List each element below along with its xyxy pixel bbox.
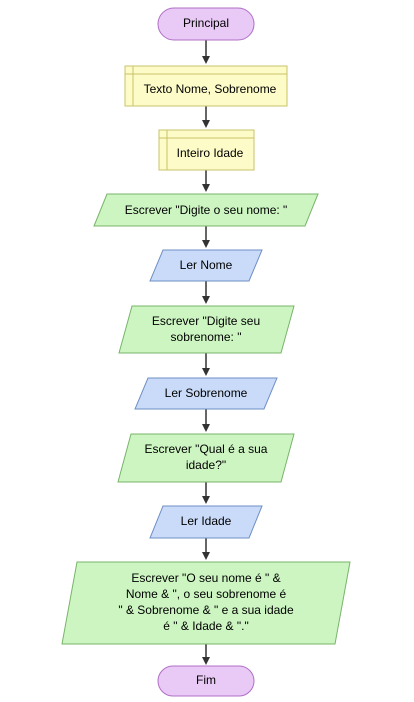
output-name-prompt-label: Escrever "Digite o seu nome: " [125,203,288,217]
end-terminal[interactable]: Fim [157,665,255,697]
output-surname-prompt-line-1: Escrever "Digite seu [152,314,260,328]
input-surname-node[interactable]: Ler Sobrenome [134,377,278,410]
output-summary-line-2: Nome & ", o seu sobrenome é [126,587,287,601]
input-age-node[interactable]: Ler Idade [149,505,263,539]
output-age-prompt-node[interactable]: Escrever "Qual é a sua idade?" [117,433,295,483]
input-name-label: Ler Nome [180,258,233,272]
declare-text-node[interactable]: Texto Nome, Sobrenome [124,65,288,107]
output-age-prompt-line-2: idade?" [186,458,226,472]
input-name-node[interactable]: Ler Nome [149,249,263,282]
input-surname-label: Ler Sobrenome [165,386,248,400]
declare-text-label: Texto Nome, Sobrenome [144,82,277,96]
end-terminal-label: Fim [196,673,216,687]
output-summary-line-3: " & Sobrenome & " e a sua idade [118,603,294,617]
output-surname-prompt-node[interactable]: Escrever "Digite seu sobrenome: " [118,305,295,354]
output-name-prompt-node[interactable]: Escrever "Digite o seu nome: " [93,193,319,227]
output-summary-line-1: Escrever "O seu nome é " & [131,571,280,585]
output-surname-prompt-line-2: sobrenome: " [171,330,242,344]
output-summary-node[interactable]: Escrever "O seu nome é " & Nome & ", o s… [61,561,351,645]
output-age-prompt-line-1: Escrever "Qual é a sua [145,442,268,456]
declare-int-node[interactable]: Inteiro Idade [158,129,255,171]
start-terminal[interactable]: Principal [157,7,255,41]
input-age-label: Ler Idade [181,514,232,528]
output-summary-line-4: é " & Idade & "." [163,619,249,633]
declare-int-label: Inteiro Idade [177,146,244,160]
start-terminal-label: Principal [183,16,229,30]
